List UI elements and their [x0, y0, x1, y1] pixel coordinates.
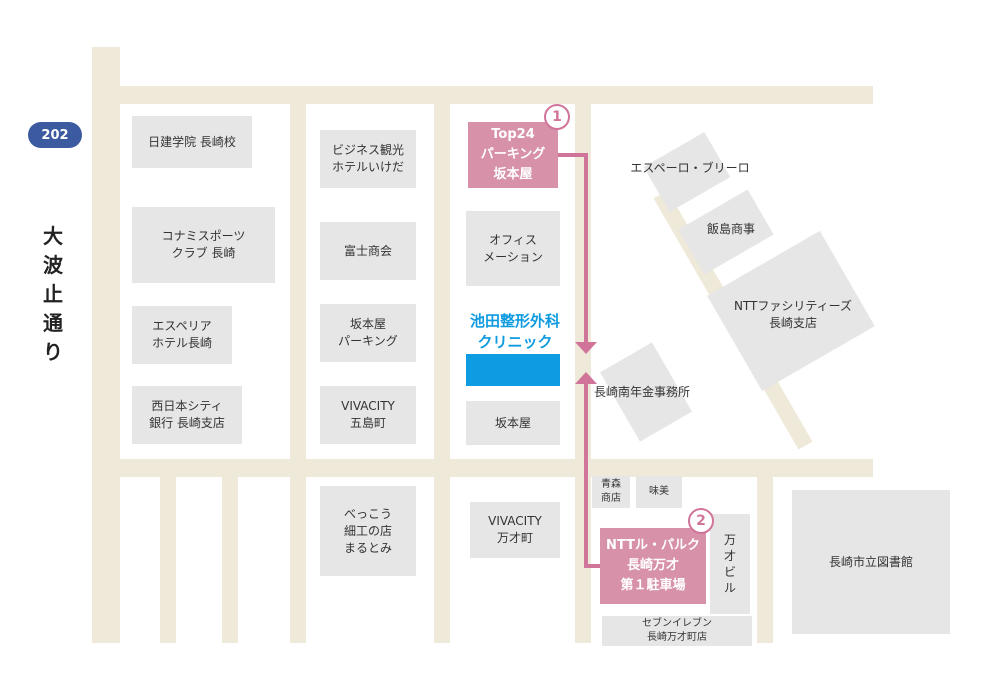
building-manzai-bldg: 万 才 ビ ル [710, 514, 750, 614]
label-iijima: 飯島商事 [706, 222, 755, 236]
road-vertical-4 [575, 86, 591, 643]
route-arrow-down [575, 342, 597, 354]
street-name-oohato-dori: 大 波 止 通 り [38, 222, 68, 367]
street-char: 止 [43, 282, 63, 306]
building-nikken-gakuin: 日建学院 長崎校 [132, 116, 252, 168]
building-ajimi: 味美 [636, 476, 682, 508]
street-char: り [43, 340, 63, 364]
building-fuji-shokai: 富士商会 [320, 222, 416, 280]
building-konami-sports: コナミスポーツ クラブ 長崎 [132, 207, 275, 283]
route-line-from-parking-2 [584, 564, 608, 568]
destination-ikeda-clinic-label: 池田整形外科 クリニック [469, 312, 560, 351]
building-nagasaki-city-library: 長崎市立図書館 [792, 490, 950, 634]
label-esperoburiro: エスペーロ・ブリーロ [630, 161, 750, 175]
road-oohato-street [92, 47, 120, 643]
building-aomori-shoten: 青森 商店 [592, 476, 630, 508]
building-office-mation: オフィス メーション [466, 211, 560, 286]
route-arrow-up [575, 372, 597, 384]
route-line-from-parking-1 [584, 153, 588, 343]
building-nishinihon-city-bank: 西日本シティ 銀行 長崎支店 [132, 386, 242, 444]
street-char: 通 [43, 311, 63, 335]
route-line-from-parking-1 [554, 153, 588, 157]
building-sakamotoya: 坂本屋 [466, 401, 560, 445]
building-esperia-hotel: エスペリア ホテル長崎 [132, 306, 232, 364]
parking-2-number-badge: 2 [688, 508, 714, 534]
street-char: 大 [43, 224, 63, 248]
street-char: 波 [43, 253, 63, 277]
road-vertical-2 [290, 86, 306, 643]
route-202-badge: 202 [28, 122, 82, 148]
building-sakamotoya-parking: 坂本屋 パーキング [320, 304, 416, 362]
road-vertical-5 [757, 470, 773, 643]
building-bekkou-marutomi: べっこう 細工の店 まるとみ [320, 486, 416, 576]
road-vertical-3 [434, 86, 450, 643]
building-business-hotel-ikeda: ビジネス観光 ホテルいけだ [320, 130, 416, 188]
road-south-lane-2 [222, 470, 238, 643]
parking-1-number-badge: 1 [544, 104, 570, 130]
parking-2-ntt-le-parc-manzai[interactable]: NTTル・パルク 長崎万才 第１駐車場 [600, 528, 706, 604]
parking-1-top24-sakamotoya[interactable]: Top24 パーキング 坂本屋 [468, 122, 558, 188]
label-nenkin-office: 長崎南年金事務所 [594, 385, 691, 399]
label-ntt-facilities: NTTファシリティーズ 長崎支店 [733, 299, 853, 330]
building-vivacity-manzaimachi: VIVACITY 万才町 [470, 502, 560, 558]
road-south-lane-1 [160, 470, 176, 643]
road-north [92, 86, 873, 104]
building-seven-eleven: セブンイレブン 長崎万才町店 [602, 616, 752, 646]
road-middle [92, 459, 873, 477]
route-line-from-parking-2 [584, 383, 588, 568]
destination-ikeda-clinic-block [466, 354, 560, 386]
building-vivacity-gotomachi: VIVACITY 五島町 [320, 386, 416, 444]
